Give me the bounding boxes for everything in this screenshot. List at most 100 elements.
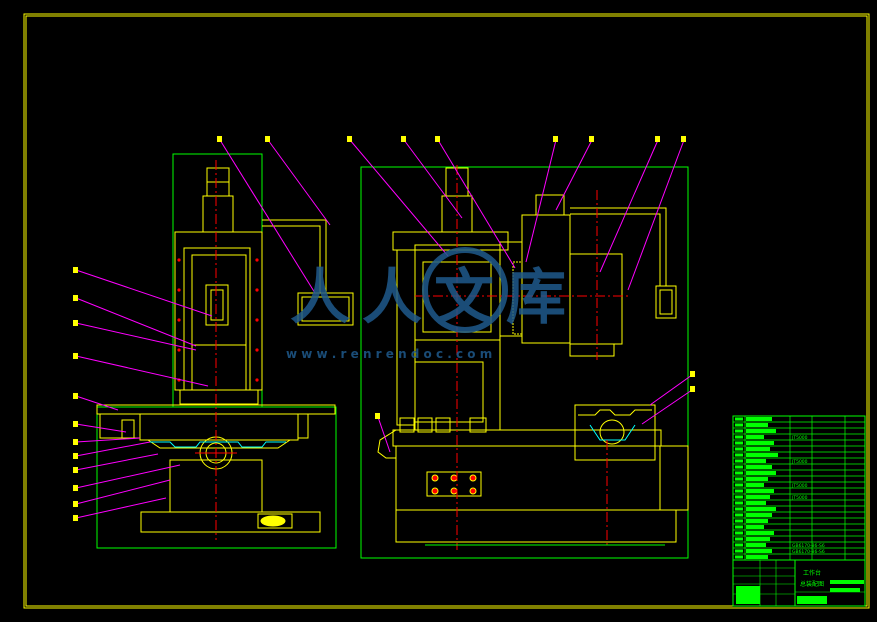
parts-row-fill xyxy=(746,543,766,547)
clamp-bolt xyxy=(417,417,433,433)
title-cell-fill xyxy=(736,586,760,604)
bolt xyxy=(255,258,259,262)
parts-row-fill xyxy=(746,513,772,517)
parts-index-fill xyxy=(735,447,743,451)
motor-foot xyxy=(569,343,615,357)
hole xyxy=(431,474,439,482)
parts-index-fill xyxy=(735,507,743,511)
balloon xyxy=(73,453,78,459)
balloon xyxy=(681,136,686,142)
side-pipe xyxy=(570,207,667,286)
balloon xyxy=(347,136,352,142)
leader xyxy=(75,269,213,317)
balloon xyxy=(73,295,78,301)
hole xyxy=(450,487,458,495)
balloon xyxy=(73,439,78,445)
leader xyxy=(75,423,127,433)
leader xyxy=(75,441,151,457)
balloon xyxy=(655,136,660,142)
clamp-bolt xyxy=(435,417,451,433)
balloon xyxy=(435,136,440,142)
side-base-right xyxy=(659,445,689,511)
hole xyxy=(469,474,477,482)
bolt xyxy=(177,318,181,322)
vise-prism xyxy=(589,424,636,441)
bolt xyxy=(255,318,259,322)
front-base xyxy=(140,511,321,533)
bolt-plate-holes xyxy=(431,474,477,495)
title-block: JT5000JT5000JT5000JT5000GB6170-86-S6GB61… xyxy=(732,415,866,607)
balloon xyxy=(73,320,78,326)
hole xyxy=(469,487,477,495)
column-lower xyxy=(191,344,247,391)
guide-accent xyxy=(150,441,286,448)
side-view xyxy=(360,165,689,559)
parts-row-fill xyxy=(746,549,772,553)
side-base xyxy=(395,509,677,543)
parts-index-fill xyxy=(735,543,743,547)
clamp-bolt xyxy=(399,417,415,433)
parts-index-fill xyxy=(735,435,743,439)
bolt xyxy=(177,348,181,352)
title-block-lower xyxy=(732,559,866,607)
parts-index-fill xyxy=(735,525,743,529)
leader xyxy=(75,322,197,351)
parts-index-fill xyxy=(735,519,743,523)
balloon xyxy=(401,136,406,142)
part-code: JT5000 xyxy=(791,483,808,489)
front-dimension-box xyxy=(172,153,263,408)
drawing-frame xyxy=(23,13,870,609)
parts-row-fill xyxy=(746,429,776,433)
column-base xyxy=(179,389,259,405)
parts-row-fill xyxy=(746,435,764,439)
vise-jaw xyxy=(578,409,652,416)
parts-row-fill xyxy=(746,441,774,445)
side-pipe-inner xyxy=(262,225,321,293)
title-block-codes: JT5000JT5000JT5000JT5000GB6170-86-S6GB61… xyxy=(791,435,825,555)
parts-row-fill xyxy=(746,471,776,475)
vise-screw xyxy=(599,419,625,445)
parts-row-fill xyxy=(746,423,768,427)
spindle-collar xyxy=(202,195,234,233)
leader xyxy=(75,453,159,471)
handwheel-taper xyxy=(377,429,397,459)
bolt xyxy=(255,348,259,352)
balloon xyxy=(73,267,78,273)
side-table xyxy=(392,429,662,447)
part-code: JT5000 xyxy=(791,435,808,441)
leader xyxy=(403,139,463,219)
headstock-slot xyxy=(210,289,224,321)
parts-index-fill xyxy=(735,531,743,535)
leader xyxy=(75,395,119,411)
leader xyxy=(599,139,659,273)
parts-index-fill xyxy=(735,465,743,469)
parts-index-fill xyxy=(735,537,743,541)
leader xyxy=(437,139,516,269)
inner-border xyxy=(25,15,868,607)
drawing-title-line1: 工作台 xyxy=(803,569,821,577)
bolt xyxy=(255,378,259,382)
title-cell-fill xyxy=(797,596,827,604)
parts-row-fill xyxy=(746,507,776,511)
leader xyxy=(75,479,171,505)
control-pendant-inner xyxy=(301,296,350,322)
hole xyxy=(450,474,458,482)
front-view xyxy=(96,153,354,549)
balloon xyxy=(73,501,78,507)
parts-row-fill xyxy=(746,501,766,505)
control-pendant xyxy=(297,292,354,326)
parts-index-fill xyxy=(735,441,743,445)
parts-index-fill xyxy=(735,471,743,475)
side-dimension-box xyxy=(360,166,689,559)
balloon xyxy=(553,136,558,142)
parts-row-fill xyxy=(746,489,774,493)
leader xyxy=(627,139,685,291)
balloon-markers xyxy=(73,136,695,521)
leader xyxy=(219,139,316,294)
clamp-bolt xyxy=(469,417,487,433)
parts-row-fill xyxy=(746,417,772,421)
balloon xyxy=(73,467,78,473)
saddle-wing-right xyxy=(297,413,309,439)
parts-index-fill xyxy=(735,459,743,463)
